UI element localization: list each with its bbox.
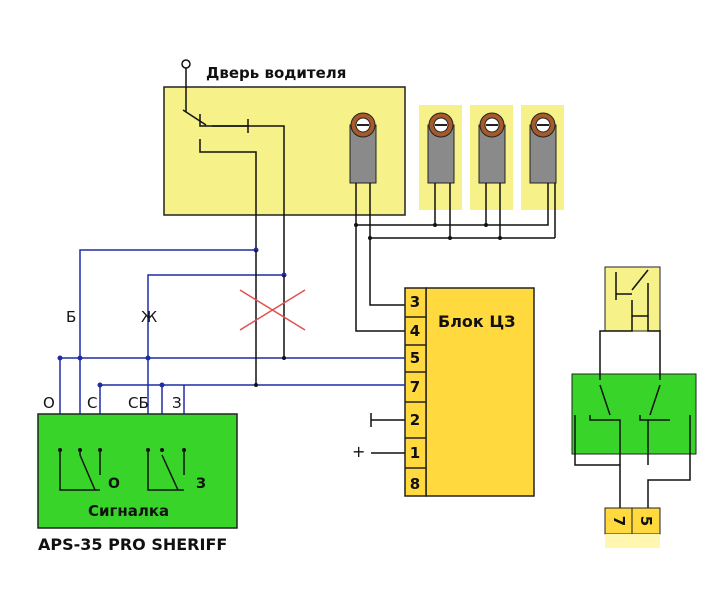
cz-pin-5: 5 — [409, 349, 421, 367]
alarm-relay-o-label: О — [108, 476, 120, 492]
alarm-terminal-sb: СБ — [128, 394, 149, 412]
actuator-4 — [529, 112, 557, 184]
alarm-terminal-o: О — [43, 394, 55, 412]
cz-pin-3: 3 — [409, 293, 421, 311]
alarm-label: Сигналка — [88, 502, 170, 520]
cz-pin-4: 4 — [409, 322, 421, 340]
wire-label-b: Б — [66, 308, 77, 326]
cz-pin-7: 7 — [409, 378, 421, 396]
alarm-relay-z-label: З — [196, 476, 206, 492]
relay-wires — [574, 316, 691, 508]
relay-connector-pin-7: 7 — [610, 515, 628, 527]
alarm-terminal-z: З — [172, 394, 182, 412]
cz-block — [425, 287, 535, 497]
actuator-1 — [349, 112, 377, 184]
alarm-model: APS-35 PRO SHERIFF — [38, 535, 228, 554]
actuator-2 — [427, 112, 455, 184]
alarm-terminal-s: С — [87, 394, 98, 412]
cz-pin-column — [404, 287, 427, 497]
cz-pin-8: 8 — [409, 475, 421, 493]
power-plus: + — [352, 442, 366, 461]
wire-label-zh: Ж — [141, 308, 158, 326]
actuator-3 — [478, 112, 506, 184]
door-title: Дверь водителя — [206, 64, 347, 82]
cz-pin-2: 2 — [409, 411, 421, 429]
cross-mark — [239, 289, 306, 331]
relay-block — [571, 373, 697, 455]
relay-connector-pin-5: 5 — [637, 515, 655, 527]
alarm-block — [37, 413, 238, 529]
cz-pin-1: 1 — [409, 444, 421, 462]
cz-block-title: Блок ЦЗ — [438, 312, 516, 331]
actuator-wires — [355, 183, 556, 332]
